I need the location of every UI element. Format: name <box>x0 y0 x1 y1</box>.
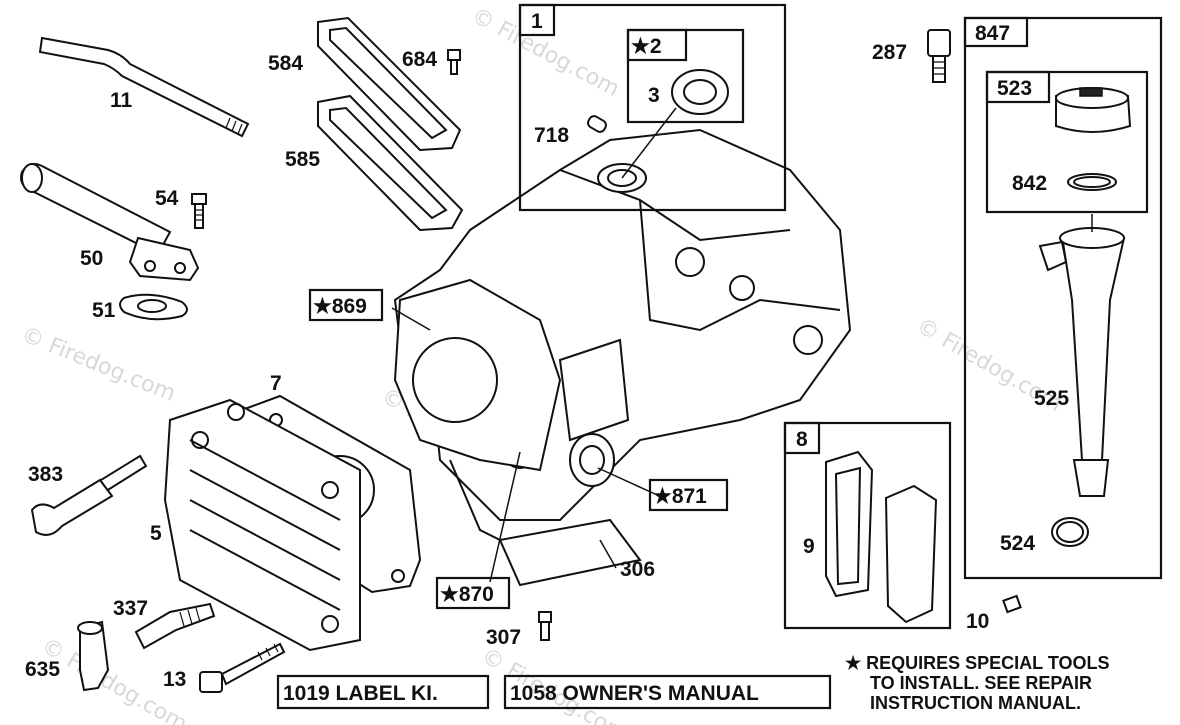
callout-847: 847 <box>975 22 1010 45</box>
callout-523: 523 <box>997 77 1032 100</box>
part-525-fill-tube <box>1038 227 1126 497</box>
callout-524: 524 <box>1000 532 1035 555</box>
callout-684: 684 <box>402 48 437 71</box>
callout-1: 1 <box>531 10 543 33</box>
callout-10: 10 <box>966 610 989 633</box>
part-11-tube <box>38 36 250 138</box>
part-crankcase-block <box>393 128 852 551</box>
part-51-gasket <box>119 293 188 321</box>
part-523-cap <box>1055 87 1132 133</box>
part-5-cylinder-head <box>163 398 361 652</box>
callout-585: 585 <box>285 148 320 171</box>
callout-box-871 <box>648 478 729 512</box>
callout-869: ★869 <box>313 295 367 318</box>
footnote-line-2: TO INSTALL. SEE REPAIR <box>870 673 1092 693</box>
callout-50: 50 <box>80 247 103 270</box>
callout-870: ★870 <box>440 583 494 606</box>
part-383-pin <box>30 454 148 536</box>
callout-842: 842 <box>1012 172 1047 195</box>
watermark-top: © Firedog.com <box>467 3 623 102</box>
part-684-screw <box>447 49 461 75</box>
callout-9: 9 <box>803 535 815 558</box>
callout-54: 54 <box>155 187 179 210</box>
kit-box-8-tag <box>783 421 821 455</box>
callout-525: 525 <box>1034 387 1069 410</box>
part-635-boot <box>77 620 110 692</box>
part-585-gasket <box>317 94 464 232</box>
kit-box-847 <box>963 16 1163 580</box>
part-842-o-ring <box>1067 173 1117 191</box>
owners-manual-text: 1058 OWNER'S MANUAL <box>510 682 759 705</box>
part-10-screw <box>1002 594 1022 614</box>
callout-13: 13 <box>163 668 186 691</box>
callout-5: 5 <box>150 522 162 545</box>
kit-box-523-tag <box>985 70 1051 104</box>
watermark-left: © Firedog.com <box>18 322 179 406</box>
callout-287: 287 <box>872 41 907 64</box>
part-337-spark-plug <box>134 602 216 650</box>
part-3-oil-seal <box>671 69 729 115</box>
kit-box-1-tag <box>518 3 556 37</box>
callout-2: ★2 <box>631 35 662 58</box>
kit-box-1 <box>518 3 787 212</box>
callout-labels: 11 584 684 585 54 50 51 7 383 5 337 635 … <box>25 10 1069 691</box>
part-307-screw <box>538 611 552 641</box>
part-13-bolt <box>199 642 286 693</box>
callout-718: 718 <box>534 124 569 147</box>
callout-306: 306 <box>620 558 655 581</box>
footnote-line-1: ★ REQUIRES SPECIAL TOOLS <box>845 653 1110 673</box>
callout-307: 307 <box>486 626 521 649</box>
part-breather-cover <box>884 484 938 624</box>
callout-337: 337 <box>113 597 148 620</box>
callout-635: 635 <box>25 658 60 681</box>
callout-11: 11 <box>110 89 133 112</box>
callout-584: 584 <box>268 52 303 75</box>
kit-box-847-tag <box>963 16 1029 48</box>
callout-8: 8 <box>796 428 808 451</box>
part-584-gasket <box>317 16 462 152</box>
part-524-o-ring <box>1051 517 1089 547</box>
callout-box-870 <box>435 576 511 610</box>
kit-manual-box <box>503 674 832 710</box>
callout-3: 3 <box>648 84 660 107</box>
part-54-screw <box>191 193 207 229</box>
footnote-line-3: INSTRUCTION MANUAL. <box>870 693 1081 713</box>
part-9-gasket <box>825 450 874 598</box>
part-287-plug <box>927 29 951 83</box>
callout-51: 51 <box>92 299 116 322</box>
kit-box-8 <box>783 421 952 630</box>
part-306-gasket <box>498 518 642 587</box>
label-kit-text: 1019 LABEL KI. <box>283 682 438 705</box>
leader-lines <box>391 107 1093 583</box>
callout-383: 383 <box>28 463 63 486</box>
callout-box-869 <box>308 288 384 322</box>
part-718-pin <box>587 115 607 133</box>
kit-box-523 <box>985 70 1149 214</box>
callout-871: ★871 <box>653 485 707 508</box>
part-50-breather <box>20 163 200 282</box>
kit-label-box <box>276 674 490 710</box>
kit-box-2-tag <box>626 28 688 62</box>
callout-7: 7 <box>270 372 282 395</box>
